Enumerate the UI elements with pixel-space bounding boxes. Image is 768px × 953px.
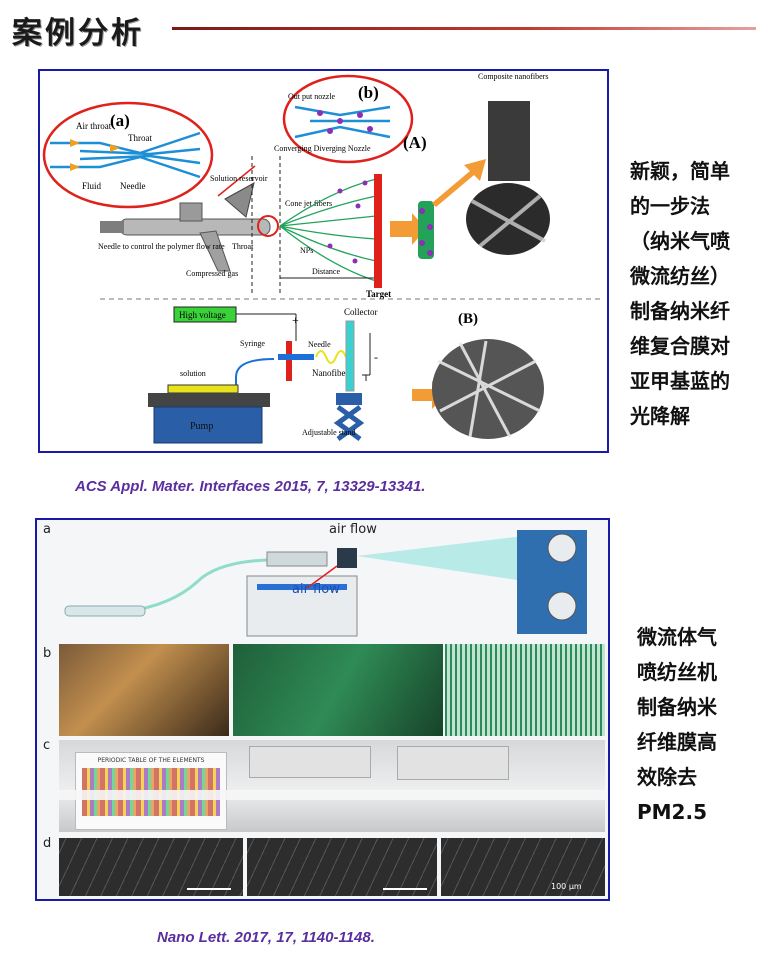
label-distance: Distance (312, 267, 340, 276)
target-bar (374, 174, 382, 288)
inset-a-circle (42, 101, 214, 209)
summary-1-line: 亚甲基蓝的 (630, 369, 730, 393)
syringe-barrel (278, 354, 314, 360)
cone-jet-lines (279, 178, 377, 282)
label-nanofibers: Nanofibers (312, 368, 352, 378)
label-A: (A) (403, 133, 427, 152)
arrow-diagonal (432, 159, 486, 207)
label-cone-jet: Cone jet fibers (285, 199, 332, 208)
label-minus: - (374, 350, 378, 364)
row-b-label: b (43, 646, 52, 661)
electrospun-sem-circle (432, 339, 544, 439)
summary-2-line: PM2.5 (637, 800, 707, 824)
label-composite-nanofibers: Composite nanofibers (478, 72, 548, 81)
tube (235, 358, 275, 391)
label-throat-lower: Throat (232, 242, 254, 251)
sem-image-2 (247, 838, 437, 896)
sem-image-1 (59, 838, 243, 896)
label-B: (B) (458, 311, 478, 327)
label-a: (a) (110, 111, 130, 130)
citation-1: ACS Appl. Mater. Interfaces 2015, 7, 133… (75, 478, 426, 495)
scale-bar-1 (187, 888, 231, 890)
label-out-put-nozzle: Out put nozzle (288, 92, 336, 101)
inset-b-circle (282, 74, 414, 164)
label-converging-diverging: Converging Diverging Nozzle (274, 144, 371, 153)
page-title: 案例分析 (12, 16, 144, 51)
particles-b (317, 110, 373, 134)
summary-1-line: 新颖，简单 (630, 159, 730, 183)
summary-2-line: 效除去 (637, 765, 697, 789)
label-target: Target (366, 289, 391, 299)
row-c-label: c (43, 738, 51, 753)
label-adjustable-stand: Adjustable stand (302, 428, 356, 437)
inset-membrane-1 (249, 746, 371, 778)
membrane-strip (59, 790, 605, 800)
title-rule (172, 27, 756, 30)
scale-bar-2 (383, 888, 427, 890)
periodic-table-title: PERIODIC TABLE OF THE ELEMENTS (97, 757, 205, 764)
label-solution: solution (180, 369, 206, 378)
citation-2: Nano Lett. 2017, 17, 1140-1148. (157, 929, 375, 946)
nozzle-a-lines (50, 131, 201, 179)
inset-membrane-2 (397, 746, 509, 780)
label-high-voltage: High voltage (179, 310, 226, 320)
summary-1-line: 维复合膜对 (630, 334, 730, 358)
summary-2-line: 微流体气 (637, 625, 717, 649)
collector-plate (345, 320, 355, 392)
summary-text-2: 微流体气 喷纺丝机 制备纳米 纤维膜高 效除去 PM2.5 (637, 620, 752, 830)
label-nps: NPs (300, 246, 313, 255)
scale-bar-label: 100 μm (551, 882, 582, 891)
syringe-plate (286, 341, 292, 381)
label-b: (b) (358, 83, 379, 102)
flow-arrows-a (70, 139, 120, 171)
summary-1-line: （纳米气喷 (630, 229, 730, 253)
summary-text-1: 新颖，简单 的一步法 （纳米气喷 微流纺丝） 制备纳米纤 维复合膜对 亚甲基蓝的… (630, 154, 750, 434)
airbrush-gun (100, 182, 271, 272)
summary-2-line: 纤维膜高 (637, 730, 717, 754)
composite-sem-image (488, 101, 530, 181)
label-air-throat: Air throat (76, 121, 112, 131)
syringe-solution (167, 384, 239, 394)
photo-spinning-nozzle (59, 644, 229, 736)
adjustable-stand (333, 404, 365, 442)
pump-box (153, 406, 263, 444)
airflow-device-diagram (64, 530, 587, 637)
bottom-figure-panel: a air flow air flow b c PERIODIC TABLE O… (35, 518, 610, 901)
summary-1-line: 的一步法 (630, 194, 710, 218)
label-collector: Collector (344, 307, 378, 317)
air-flow-label-top: air flow (329, 522, 377, 537)
label-needle-lower: Needle (308, 340, 331, 349)
label-syringe: Syringe (240, 339, 265, 348)
summary-1-line: 制备纳米纤 (630, 299, 730, 323)
summary-1-line: 微流纺丝） (630, 264, 730, 288)
label-throat: Throat (128, 133, 152, 143)
summary-2-line: 制备纳米 (637, 695, 717, 719)
label-pump: Pump (190, 421, 213, 432)
summary-2-line: 喷纺丝机 (637, 660, 717, 684)
label-compressed-gas: Compressed gas (186, 269, 238, 278)
arrow-right-1 (390, 213, 426, 245)
label-needle-control: Needle to control the polymer flow rate (98, 242, 225, 251)
particles-cone (327, 180, 368, 264)
air-flow-label-inset: air flow (292, 582, 340, 597)
label-solution-reservoir: Solution reservoir (210, 174, 268, 183)
label-needle: Needle (120, 181, 145, 191)
summary-1-line: 光降解 (630, 404, 690, 428)
top-figure-panel: (a) Air throat Throat Fluid Needle Out p… (38, 69, 609, 453)
row-a-label: a (43, 522, 51, 537)
label-fluid: Fluid (82, 181, 102, 191)
sem-image-3 (441, 838, 605, 896)
row-d-label: d (43, 836, 52, 851)
photo-collector-roll (233, 644, 443, 736)
top-figure-diagram: (a) Air throat Throat Fluid Needle Out p… (42, 72, 600, 444)
photo-fiber-mesh (445, 644, 605, 736)
